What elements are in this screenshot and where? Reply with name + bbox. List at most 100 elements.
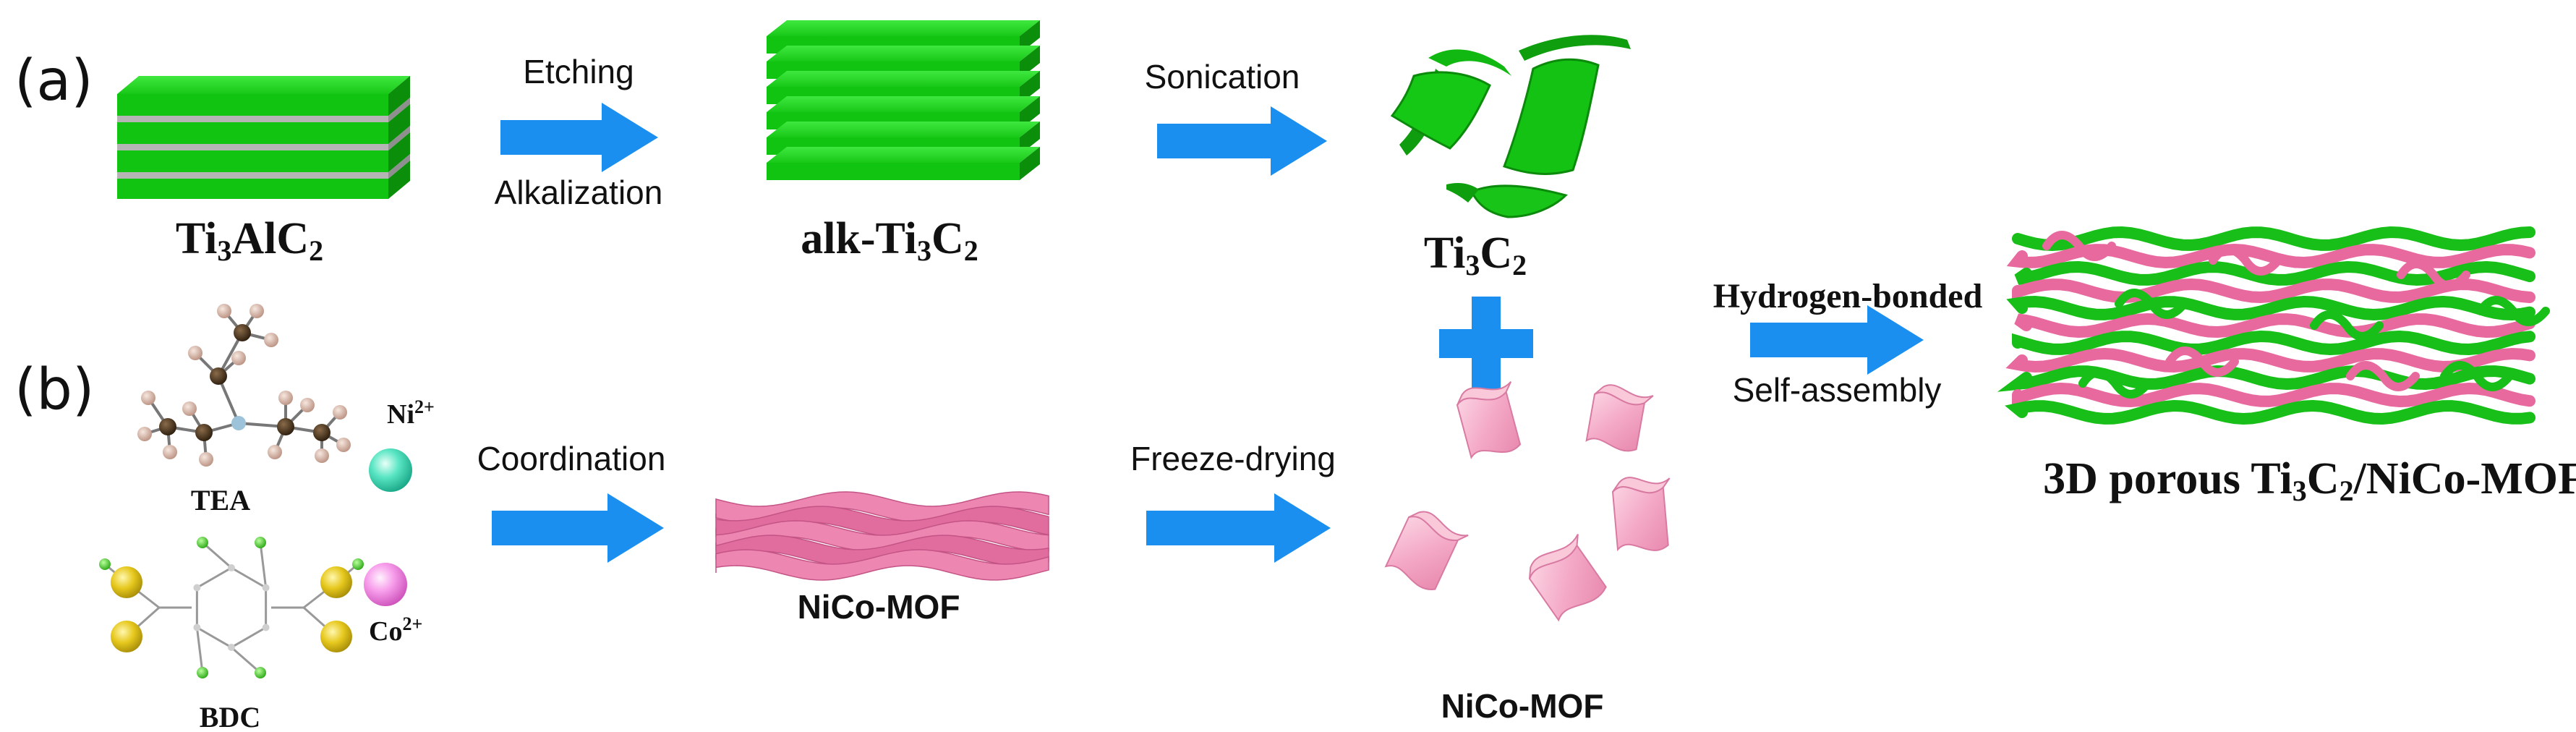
alk-mxene-stack [767, 20, 1040, 180]
block-side [388, 104, 410, 144]
sheet-side [1020, 122, 1040, 155]
nico-mof-film [715, 491, 1049, 581]
hydrogen-atom [197, 667, 208, 678]
hydrogen-atom [255, 537, 266, 548]
mof-sheet [2012, 382, 2536, 408]
bond [231, 646, 261, 674]
bond [202, 541, 232, 569]
bdc-label: BDC [200, 701, 260, 732]
coordination-label: Coordination [477, 440, 666, 477]
hydrogen-atom [315, 448, 329, 463]
alk-mxene-label: alk-Ti3C2 [801, 214, 978, 267]
tea-molecule [137, 304, 351, 467]
self-assembly-label: Self-assembly [1733, 371, 1942, 409]
nico-mof-flakes [1384, 381, 1671, 622]
sonication-label: Sonication [1145, 58, 1300, 95]
max-phase-block [117, 76, 410, 199]
sheet-top [767, 46, 1040, 61]
al-layer [117, 144, 388, 150]
ti-c-layer [117, 94, 388, 116]
hydrogen-atom [182, 401, 197, 416]
hydrogen-atom [300, 398, 315, 412]
al-layer [117, 172, 388, 179]
mxene-sheet [767, 163, 1020, 180]
mof-flake [1384, 511, 1469, 590]
hydrogen-atom [188, 346, 202, 360]
mof-sheet [2005, 347, 2536, 373]
porous-composite [1997, 226, 2550, 425]
alkalization-label: Alkalization [495, 174, 663, 211]
oxygen-atom [320, 621, 352, 652]
mof-flake [1611, 477, 1671, 552]
self-assembly-arrow [1750, 305, 1924, 375]
hydrogen-atom [250, 304, 264, 318]
carbon-atom [228, 644, 235, 651]
block-side [388, 98, 410, 122]
sheet-top [767, 122, 1040, 137]
sonication-arrow [1157, 106, 1327, 176]
sheet-side [1020, 46, 1040, 79]
hydrogen-atom [264, 333, 278, 347]
block-top-face [117, 76, 410, 94]
block-side [388, 126, 410, 150]
sheet-side [1020, 96, 1040, 129]
bdc-molecule [99, 537, 364, 678]
sheet-side [1020, 147, 1040, 180]
block-side [388, 132, 410, 172]
nico-mof-film-label: NiCo-MOF [798, 588, 960, 626]
carbon-atom [234, 324, 251, 341]
sheet-side [1020, 71, 1040, 104]
mof-flake [1585, 384, 1654, 452]
curled-sheet [2078, 368, 2152, 399]
nitrogen-atom [231, 416, 246, 430]
oxygen-atom [111, 621, 142, 652]
hydrogen-atom [137, 427, 152, 441]
carbon-atom [193, 624, 201, 631]
curled-sheet [2397, 260, 2470, 290]
coordination-arrow [492, 493, 664, 563]
carbon-atom [262, 584, 270, 592]
arrow-shape [1157, 106, 1327, 176]
hydrogen-atom [255, 667, 266, 678]
block-side [388, 154, 410, 179]
ti-c-layer [117, 179, 388, 199]
bond [196, 626, 232, 649]
bond [195, 627, 204, 673]
ti-c-layer [117, 150, 388, 172]
mof-layer [715, 549, 1049, 581]
sheet-top [767, 20, 1040, 36]
panel-label-b: (b) [14, 357, 94, 422]
freeze-drying-label: Freeze-drying [1130, 440, 1336, 477]
carbon-atom [277, 418, 294, 435]
hydrogen-atom [352, 558, 364, 570]
bond [231, 566, 267, 589]
hydrogen-atom [217, 304, 231, 318]
mof-flake [1528, 534, 1607, 622]
bond [259, 542, 268, 588]
block-side [388, 76, 410, 116]
plus-icon [1439, 297, 1533, 391]
carbon-atom [228, 564, 235, 571]
hydrogen-atom [231, 351, 246, 365]
mof-sheet [2006, 243, 2536, 269]
hydrogen-atom [99, 558, 111, 570]
carbon-atom [262, 624, 270, 631]
mxene-sheet [2005, 399, 2536, 425]
mxene-sheet [2006, 295, 2536, 321]
mxene-flakes [1390, 35, 1631, 218]
ni-ion-label: Ni2+ [387, 396, 435, 430]
hydrogen-atom [197, 537, 208, 548]
mxene-label: Ti3C2 [1424, 229, 1527, 281]
carbon-atom [159, 418, 176, 435]
bond [196, 566, 232, 589]
carbon-atom [313, 424, 330, 441]
arrow-shape [500, 103, 658, 172]
bond [231, 626, 267, 649]
mxene-sheet [2012, 226, 2536, 252]
sheet-top [767, 147, 1040, 163]
curled-sheet [2115, 289, 2188, 319]
ti-c-layer [117, 122, 388, 144]
curled-sheet [2476, 296, 2550, 326]
curled-sheet [2209, 245, 2282, 276]
